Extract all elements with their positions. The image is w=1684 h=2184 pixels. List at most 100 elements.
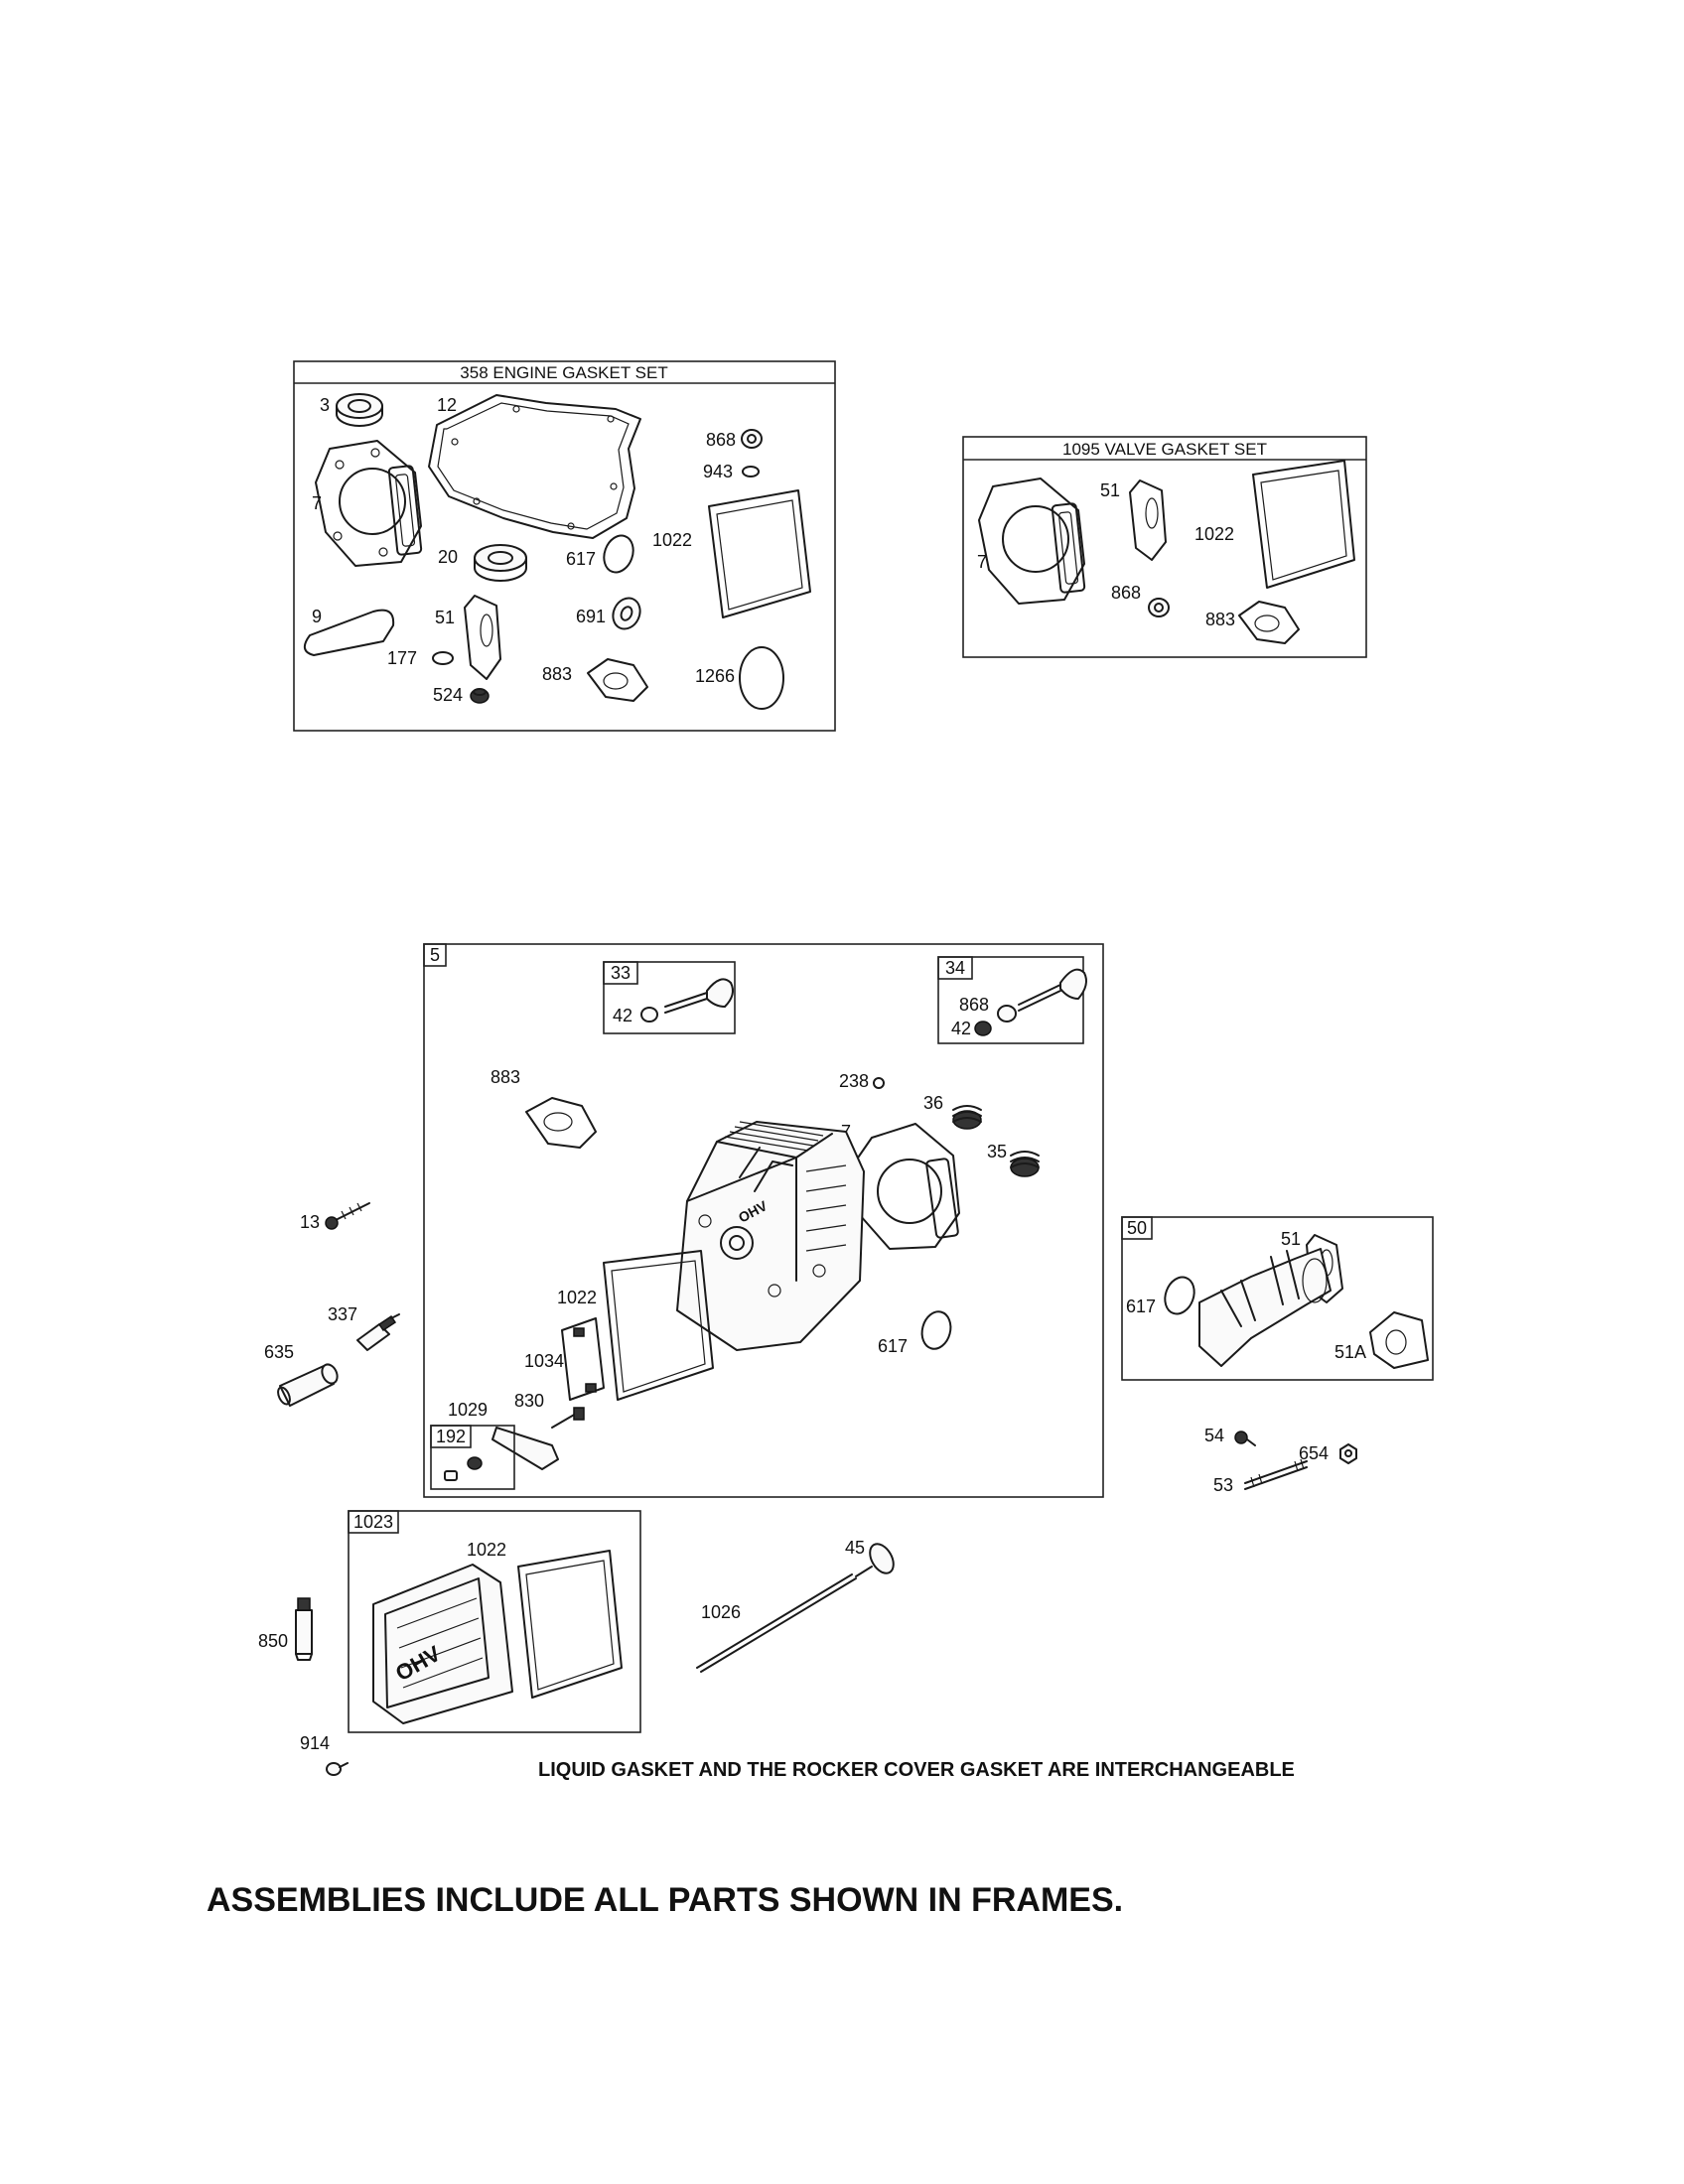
o-ring-617-part xyxy=(1164,1276,1195,1315)
stud-53-part xyxy=(1244,1458,1308,1490)
label-1266: 1266 xyxy=(695,666,735,686)
label-635: 635 xyxy=(264,1342,294,1362)
rocker-cover-tag-1023: 1023 xyxy=(353,1512,393,1532)
rocker-cover-gasket-1022-part xyxy=(708,489,811,618)
head-gasket-7-part xyxy=(978,478,1086,605)
o-ring-617-part xyxy=(603,534,634,574)
label-883-assembly: 883 xyxy=(491,1067,520,1087)
cylinder-head-assembly-frame: 5 33 42 34 868 42 883 xyxy=(423,943,1104,1498)
label-850: 850 xyxy=(258,1631,288,1651)
label-830: 830 xyxy=(514,1391,544,1411)
label-943: 943 xyxy=(703,462,733,481)
spark-plug-337-part xyxy=(356,1313,400,1351)
valve-seal-42-part xyxy=(974,1021,992,1036)
label-524: 524 xyxy=(433,685,463,705)
assembly-tag-5: 5 xyxy=(430,945,440,965)
breather-1029-part xyxy=(491,1427,559,1470)
label-12: 12 xyxy=(437,395,457,415)
label-1022-assembly: 1022 xyxy=(557,1288,597,1307)
engine-gasket-set-frame: 358 ENGINE GASKET SET 3 12 868 943 xyxy=(293,360,836,732)
label-177: 177 xyxy=(387,648,417,668)
label-9: 9 xyxy=(312,607,322,626)
rocker-cover-frame: 1023 1022 OHV xyxy=(348,1510,641,1733)
engine-gasket-set-title: 358 ENGINE GASKET SET xyxy=(460,363,667,382)
label-617: 617 xyxy=(566,549,596,569)
breather-valve-192-part xyxy=(444,1456,483,1481)
crankcase-gasket-12-part xyxy=(428,394,641,539)
screw-914-part xyxy=(326,1762,349,1776)
label-53: 53 xyxy=(1213,1475,1233,1495)
label-868-exhaust: 868 xyxy=(959,995,989,1015)
oil-seal-3-part xyxy=(336,393,383,427)
intake-valve-33-part xyxy=(664,978,734,1014)
rocker-cover-gasket-1022-part xyxy=(603,1250,714,1401)
screw-54-part xyxy=(1234,1431,1256,1446)
label-51-elbow: 51 xyxy=(1281,1229,1301,1249)
liquid-gasket-850-part xyxy=(295,1597,313,1661)
breather-gasket-1034-part xyxy=(561,1317,605,1401)
label-868: 868 xyxy=(706,430,736,450)
intake-gasket-51-part xyxy=(1129,479,1167,561)
label-1026: 1026 xyxy=(701,1602,741,1622)
rocker-cover-part: OHV xyxy=(372,1564,513,1724)
label-654: 654 xyxy=(1299,1443,1329,1463)
head-gasket-7-part xyxy=(853,1123,960,1250)
label-617-elbow: 617 xyxy=(1126,1297,1156,1316)
assemblies-note: ASSEMBLIES INCLUDE ALL PARTS SHOWN IN FR… xyxy=(207,1881,1123,1919)
plug-524-part xyxy=(470,688,490,704)
label-51: 51 xyxy=(435,608,455,627)
valve-gasket-set-title: 1095 VALVE GASKET SET xyxy=(1062,440,1267,459)
exhaust-gasket-883-part xyxy=(1238,601,1300,644)
label-42-exhaust: 42 xyxy=(951,1019,971,1038)
screw-830-part xyxy=(551,1407,585,1429)
valve-45-part xyxy=(855,1543,895,1577)
seal-691-part xyxy=(612,597,641,630)
label-1022: 1022 xyxy=(652,530,692,550)
label-13: 13 xyxy=(300,1212,320,1232)
cylinder-head-part: OHV xyxy=(676,1121,865,1351)
exhaust-gasket-883-part xyxy=(525,1097,597,1149)
vgs-label-51: 51 xyxy=(1100,480,1120,500)
part-238 xyxy=(873,1077,885,1089)
label-54: 54 xyxy=(1204,1426,1224,1445)
screw-13-part xyxy=(325,1202,370,1230)
nut-654-part xyxy=(1339,1443,1357,1464)
label-1029: 1029 xyxy=(448,1400,488,1420)
label-691: 691 xyxy=(576,607,606,626)
oil-seal-20-part xyxy=(474,544,527,582)
valve-spring-36-part xyxy=(952,1105,982,1130)
valve-seal-868-part xyxy=(1148,598,1170,617)
label-35: 35 xyxy=(987,1142,1007,1161)
pushrod-1026-part xyxy=(696,1573,857,1673)
o-ring-177-part xyxy=(432,651,454,665)
sub-frame-tag-34: 34 xyxy=(945,958,965,978)
label-1022-cover: 1022 xyxy=(467,1540,506,1560)
intake-elbow-tag-50: 50 xyxy=(1127,1218,1147,1238)
label-42-intake: 42 xyxy=(613,1006,632,1025)
valve-spring-35-part xyxy=(1010,1151,1040,1177)
label-3: 3 xyxy=(320,395,330,415)
sub-frame-tag-192: 192 xyxy=(436,1427,466,1446)
o-ring-1266-part xyxy=(739,646,784,710)
valve-seal-42-part xyxy=(640,1007,658,1023)
vgs-label-7: 7 xyxy=(977,552,987,572)
o-ring-943-part xyxy=(742,466,760,478)
vgs-label-883: 883 xyxy=(1205,610,1235,629)
rocker-cover-gasket-1022-part xyxy=(517,1550,623,1699)
head-gasket-7-part xyxy=(315,440,423,567)
vgs-label-868: 868 xyxy=(1111,583,1141,603)
label-45: 45 xyxy=(845,1538,865,1558)
spark-plug-boot-635-part xyxy=(277,1363,339,1407)
intake-elbow-frame: 50 51 617 51A xyxy=(1121,1216,1434,1381)
label-238: 238 xyxy=(839,1071,869,1091)
liquid-gasket-note: LIQUID GASKET AND THE ROCKER COVER GASKE… xyxy=(538,1759,1295,1781)
label-1034: 1034 xyxy=(524,1351,564,1371)
label-914: 914 xyxy=(300,1733,330,1753)
label-36: 36 xyxy=(923,1093,943,1113)
exhaust-valve-34-part xyxy=(1018,968,1087,1012)
label-883: 883 xyxy=(542,664,572,684)
label-337: 337 xyxy=(328,1304,357,1324)
label-617-assembly: 617 xyxy=(878,1336,908,1356)
label-7: 7 xyxy=(312,493,322,513)
